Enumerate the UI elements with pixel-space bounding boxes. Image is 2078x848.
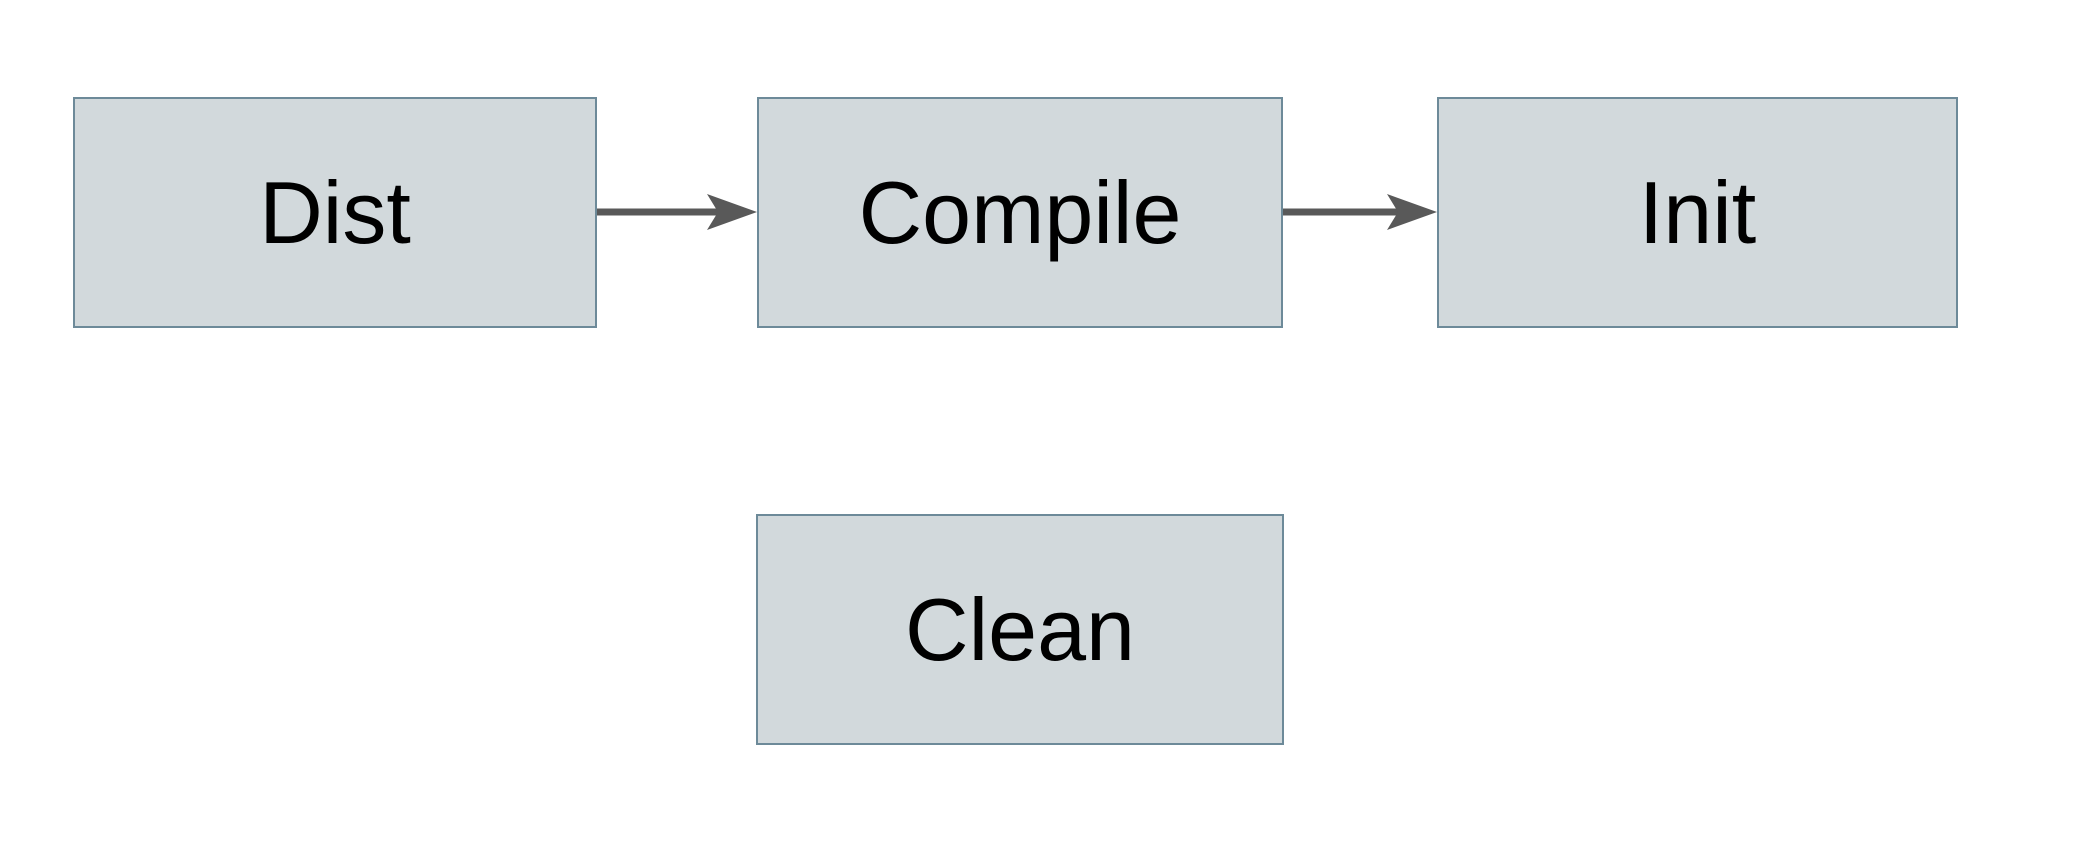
node-init-label: Init — [1638, 162, 1757, 262]
node-dist[interactable]: Dist — [73, 97, 597, 328]
node-dist-label: Dist — [259, 162, 411, 262]
node-compile[interactable]: Compile — [757, 97, 1283, 328]
node-compile-label: Compile — [858, 162, 1182, 262]
node-clean-label: Clean — [905, 579, 1135, 679]
node-init[interactable]: Init — [1437, 97, 1958, 328]
connector-arrow-dist-compile — [597, 194, 757, 230]
connector-arrow-compile-init — [1283, 194, 1437, 230]
node-clean[interactable]: Clean — [756, 514, 1284, 745]
